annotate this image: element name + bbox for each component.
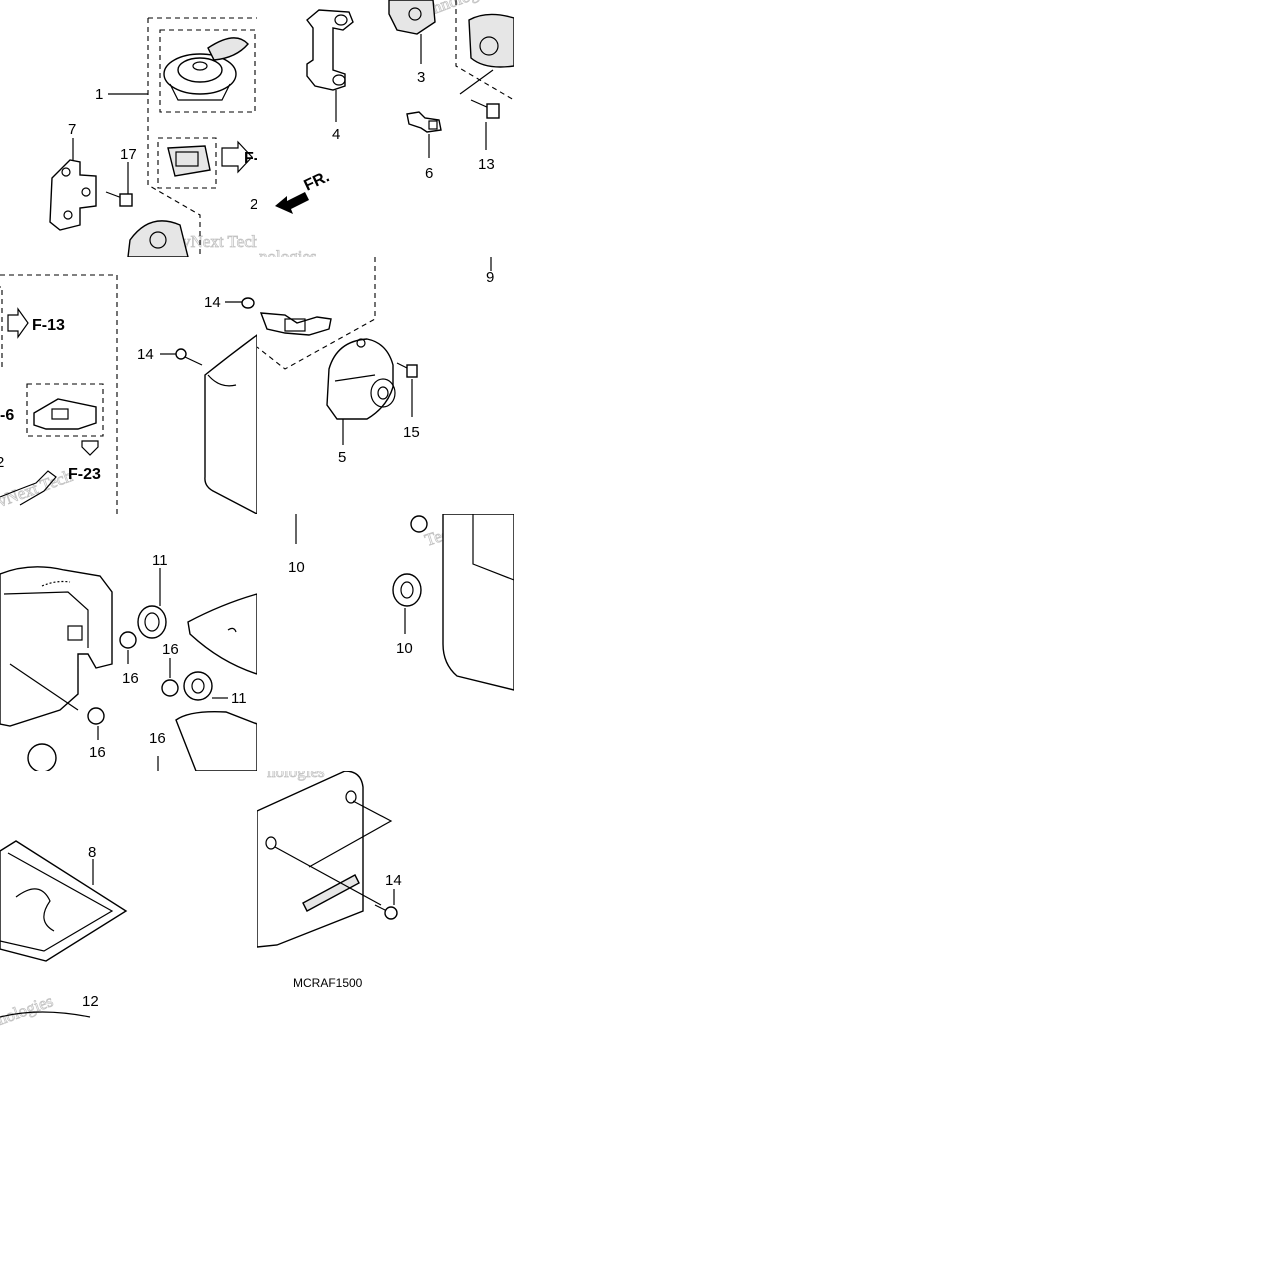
diagram-tile-ignition-area: vNext Tech F- 1 — [0, 0, 257, 257]
key-part — [406, 111, 442, 133]
mat-part — [187, 593, 257, 675]
seat-lock-part — [468, 13, 514, 68]
screw-part — [374, 904, 398, 920]
nut-part — [161, 679, 179, 697]
watermark: Technologies nologies — [259, 0, 499, 257]
connector-part — [33, 398, 97, 430]
callout-number: 17 — [120, 146, 137, 163]
callout-number: 2 — [250, 196, 257, 213]
callout-number: 16 — [122, 670, 139, 687]
callout-number: 9 — [486, 269, 494, 286]
inner-panel-part — [204, 334, 257, 514]
diagram-tile-cover: nologies 14 MCRAF1500 — [257, 771, 514, 1028]
dashed-outline — [147, 18, 201, 257]
leader-line — [274, 846, 382, 906]
watermark-text: vNext Tech — [0, 466, 75, 511]
ignition-switch-part — [326, 338, 396, 420]
watermark: nologies — [267, 771, 325, 781]
diagram-tile-references: vNext Tech F-13 -6 F-23 2 14 — [0, 257, 257, 514]
callout-number: 3 — [417, 69, 425, 86]
callout-number: 2 — [0, 454, 4, 471]
key-set-part — [259, 312, 332, 336]
dashed-outline — [0, 274, 118, 514]
callout-number: 7 — [68, 121, 76, 138]
screw-part — [396, 362, 418, 378]
callout-number: 14 — [385, 872, 402, 889]
diagram-tile-grommets: Technologies 10 10 — [257, 514, 514, 771]
dashed-outline — [157, 137, 217, 189]
watermark: vNext Tech — [0, 466, 76, 512]
diagram-tile-lock-switch: 5 15 9 — [257, 257, 514, 514]
callout-number: 5 — [338, 449, 346, 466]
callout-number: 10 — [288, 559, 305, 576]
callout-number: 16 — [89, 744, 106, 761]
key-cylinder-part — [167, 145, 211, 177]
callout-number: 11 — [231, 690, 247, 707]
callout-number: 8 — [88, 844, 96, 861]
dashed-outline — [455, 0, 514, 101]
diagram-tile-storage-box: vNext Tech 11 16 — [0, 514, 257, 771]
screw-part — [241, 297, 255, 309]
watermark-text: nologies — [0, 991, 56, 1028]
watermark-text: nologies — [259, 247, 317, 257]
diagram-tile-manual: nologies 8 12 — [0, 771, 257, 1028]
screw-part — [175, 348, 203, 366]
callout-number: 10 — [396, 640, 413, 657]
callout-number: 6 — [425, 165, 433, 182]
front-direction-arrow-icon — [275, 192, 309, 214]
callout-number: 16 — [149, 730, 166, 747]
nut-part — [119, 631, 137, 649]
dashed-outline — [0, 286, 3, 368]
owners-manual-part — [0, 840, 128, 962]
callout-number: 14 — [204, 294, 221, 311]
reference-label: F- — [244, 150, 257, 167]
diagram-tile-lock-set: Technologies nologies 4 3 — [257, 0, 514, 257]
reference-label: -6 — [0, 407, 14, 424]
grommet-part — [392, 573, 422, 607]
stay-plate-part — [49, 159, 97, 231]
diagram-code: MCRAF1500 — [293, 976, 363, 990]
switch-assembly-part — [127, 220, 189, 257]
direction-label: FR. — [302, 168, 333, 194]
reference-arrow-down-icon — [81, 440, 99, 456]
lock-cylinder-part — [388, 0, 436, 35]
dashed-outline — [159, 29, 256, 113]
side-cover-part — [175, 710, 257, 771]
watermark-text: nologies — [267, 771, 325, 781]
leader-line — [459, 69, 494, 95]
wire-harness-part — [0, 470, 57, 506]
reference-label: F-13 — [32, 317, 65, 334]
front-cover-part — [257, 771, 364, 948]
dashed-outline — [257, 257, 376, 370]
callout-number: 16 — [162, 641, 179, 658]
watermark-text: vNext Tech — [182, 232, 257, 251]
storage-box-part — [0, 566, 113, 727]
grommet-part — [137, 605, 167, 639]
reference-label: F-23 — [68, 466, 101, 483]
watermark: nologies — [0, 991, 56, 1028]
bolt-part — [105, 191, 133, 207]
callout-number: 12 — [82, 993, 99, 1010]
callout-number: 11 — [152, 552, 168, 569]
callout-number: 15 — [403, 424, 420, 441]
rear-panel-part — [442, 514, 514, 691]
ignition-cover-part — [163, 37, 249, 101]
dashed-outline — [26, 383, 104, 437]
leader-line — [308, 800, 393, 868]
reference-arrow-icon — [7, 307, 29, 339]
watermark: vNext Tech — [182, 232, 257, 252]
lock-bracket-part — [306, 9, 354, 91]
grommet-part — [183, 671, 213, 701]
nut-part — [87, 707, 105, 725]
bolt-part — [470, 99, 500, 119]
tool-bag-part — [0, 1011, 91, 1018]
callout-number: 13 — [478, 156, 495, 173]
grommet-part — [27, 743, 57, 771]
callout-number: 1 — [95, 86, 103, 103]
nut-part — [410, 515, 428, 533]
reference-arrow-icon — [221, 140, 253, 174]
callout-number: 14 — [137, 346, 154, 363]
callout-number: 4 — [332, 126, 340, 143]
